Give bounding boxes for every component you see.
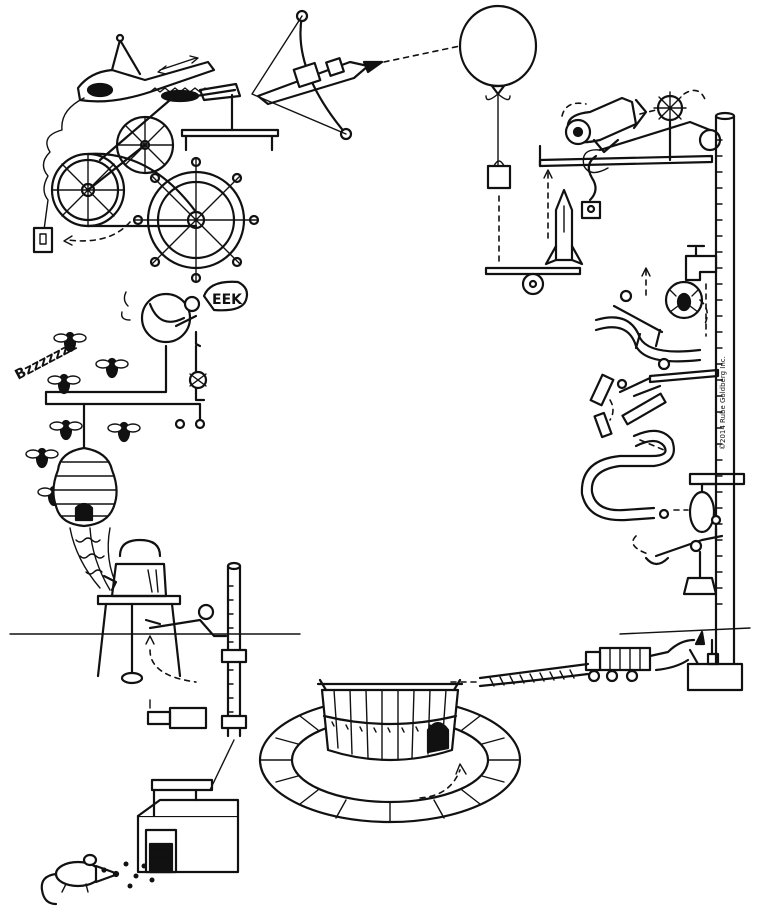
bee — [47, 373, 81, 395]
bee — [107, 421, 141, 443]
kettle — [102, 538, 168, 598]
signature: ©2014 Rube Goldberg Inc. — [719, 356, 727, 450]
tilted-dominoes — [589, 373, 667, 439]
hand-saw — [42, 33, 216, 231]
bee — [95, 357, 129, 379]
ring-on-clamp — [688, 472, 746, 534]
cheese-crumbs — [123, 861, 155, 889]
water-faucet — [684, 244, 718, 282]
mouse — [40, 853, 120, 906]
bee — [53, 331, 87, 353]
bug-in-bubble — [664, 280, 704, 320]
floor-line — [9, 627, 751, 635]
eek-text: EEK — [212, 292, 243, 308]
rope-lever — [538, 120, 722, 220]
marble-ramps — [594, 289, 720, 398]
beehive — [52, 402, 118, 528]
curvy-tube — [580, 429, 675, 522]
seesaw — [484, 266, 582, 296]
plug-box — [686, 630, 744, 692]
eek-speech-bubble: EEK — [202, 280, 249, 312]
ships-wheel — [86, 152, 260, 284]
stool — [96, 594, 182, 685]
rocket — [544, 188, 584, 266]
bee — [25, 447, 59, 469]
short-measuring-pole — [220, 561, 248, 738]
toy-train-engine — [584, 638, 696, 683]
squeaky-mouse-toy — [120, 291, 202, 348]
crossbow — [251, 9, 384, 141]
small-shelf — [180, 93, 280, 152]
wall-switch — [32, 226, 54, 254]
pinwheel — [653, 91, 687, 162]
tall-measuring-pole: ©2014 Rube Goldberg Inc. — [714, 111, 736, 666]
balance-scale — [632, 514, 724, 596]
lever-post — [44, 344, 208, 430]
smoke-plume — [69, 527, 119, 591]
bees — [25, 331, 141, 507]
bee — [49, 419, 83, 441]
balloon — [458, 4, 538, 190]
wooden-tub — [316, 678, 464, 762]
fuse-rope — [478, 658, 690, 688]
lighter — [146, 699, 208, 730]
crank-arm — [144, 603, 228, 638]
mouse-cage — [136, 778, 240, 874]
hair-dryer — [564, 96, 648, 154]
